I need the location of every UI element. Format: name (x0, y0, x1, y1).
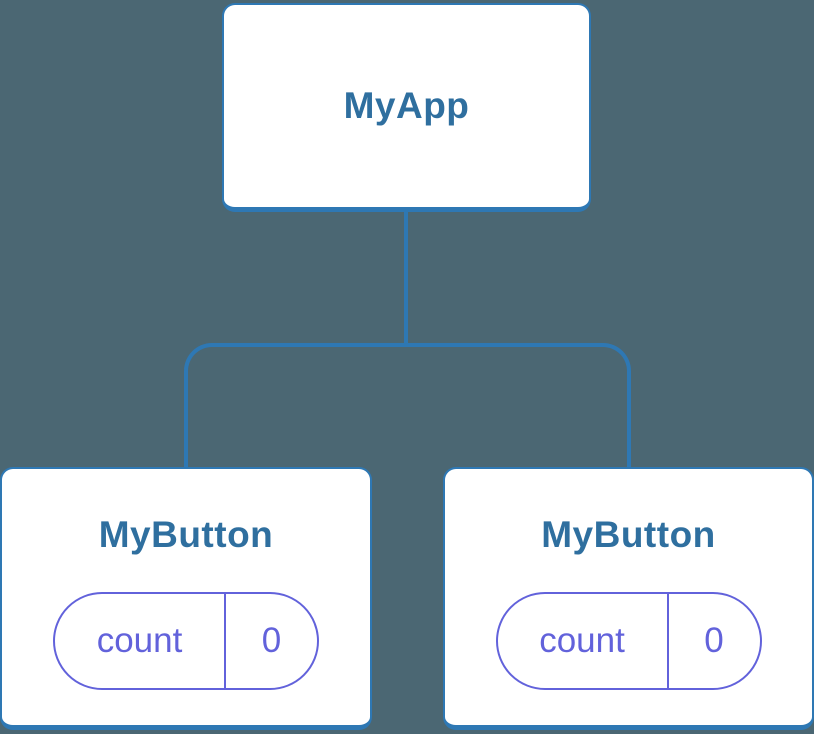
state-value: 0 (261, 621, 282, 660)
state-label: count (55, 594, 226, 688)
state-pill: count 0 (495, 592, 762, 690)
tree-connector-stem (404, 210, 408, 345)
state-value: 0 (704, 621, 724, 660)
state-pill: count 0 (53, 592, 319, 690)
tree-connector-branch (184, 343, 631, 467)
root-node-myapp: MyApp (222, 3, 591, 212)
child-node-mybutton-right: MyButton count 0 (443, 467, 814, 730)
child-node-title: MyButton (98, 514, 274, 555)
child-node-title: MyButton (541, 514, 716, 555)
state-label: count (498, 594, 669, 688)
child-node-mybutton-left: MyButton count 0 (0, 467, 372, 730)
root-node-title: MyApp (343, 85, 470, 126)
